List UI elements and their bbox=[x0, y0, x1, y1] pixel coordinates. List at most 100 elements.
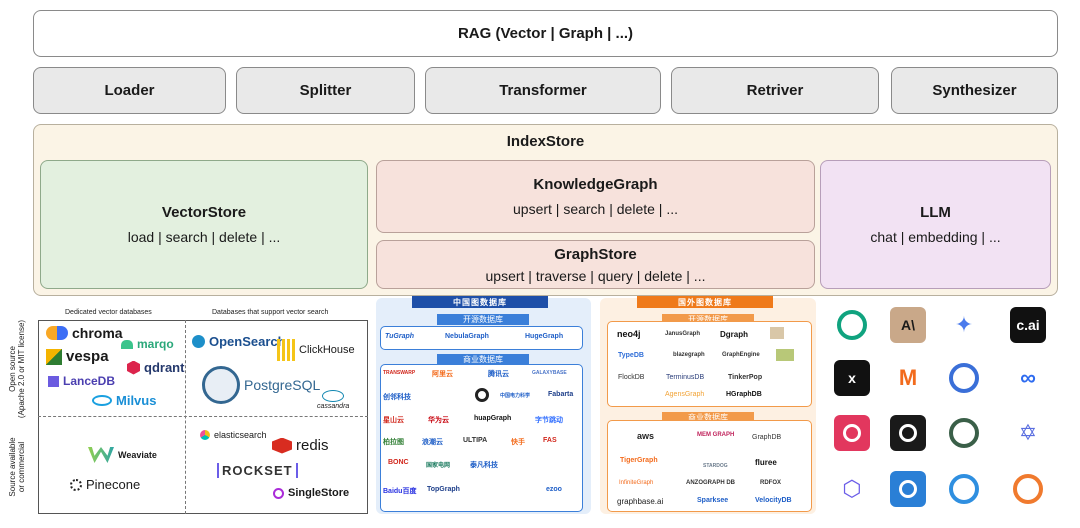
opensearch-icon bbox=[192, 335, 205, 348]
stage-label: Loader bbox=[104, 82, 155, 99]
neo4j-logo: neo4j bbox=[617, 329, 641, 339]
china-commercial-label: 商业数据库 bbox=[437, 354, 529, 365]
rockset-logo: ROCKSET bbox=[217, 463, 298, 478]
marqo-logo: marqo bbox=[121, 337, 174, 351]
bonc-logo: BONC bbox=[388, 459, 409, 466]
knowledgegraph-title: KnowledgeGraph bbox=[533, 176, 658, 193]
stage-splitter: Splitter bbox=[236, 67, 415, 114]
hgraph-thumbnail-wrap bbox=[776, 349, 794, 361]
stage-loader: Loader bbox=[33, 67, 226, 114]
postgresql-logo: PostgreSQL bbox=[202, 366, 320, 404]
rag-title: RAG (Vector | Graph | ...) bbox=[457, 25, 634, 42]
postgresql-elephant-icon bbox=[202, 366, 240, 404]
stage-transformer: Transformer bbox=[425, 67, 661, 114]
graph-thumbnail-wrap bbox=[770, 327, 784, 339]
inspur-cloud-logo: 浪潮云 bbox=[422, 439, 443, 446]
knowledgegraph-box: KnowledgeGraph upsert | search | delete … bbox=[376, 160, 815, 233]
knot-icon bbox=[1013, 474, 1043, 504]
chuanglin-logo: 创邻科技 bbox=[383, 394, 411, 401]
velocitydb-logo: VelocityDB bbox=[755, 497, 792, 504]
memgraph-logo: MEM GRAPH bbox=[697, 432, 735, 438]
stage-label: Transformer bbox=[499, 82, 587, 99]
flockdb-logo: FlockDB bbox=[618, 374, 645, 381]
agensgraph-logo: AgensGraph bbox=[665, 391, 705, 398]
llm-logo-text: c.ai bbox=[1016, 317, 1040, 333]
weaviate-logo: Weaviate bbox=[88, 447, 157, 463]
graphstore-ops: upsert | traverse | query | delete | ... bbox=[485, 267, 706, 284]
singlestore-icon bbox=[273, 487, 284, 499]
stripe-circle-icon bbox=[890, 415, 926, 451]
vespa-icon bbox=[46, 348, 62, 365]
huapgraph-logo: huapGraph bbox=[474, 415, 512, 422]
llm-ops: chat | embedding | ... bbox=[870, 229, 1001, 245]
topgraph-logo: TopGraph bbox=[427, 486, 460, 493]
llm-logo-text: ✦ bbox=[954, 312, 974, 337]
ollama-icon bbox=[949, 363, 979, 393]
llm-logo-text: ∞ bbox=[1020, 365, 1036, 390]
vectorstore-box: VectorStore load | search | delete | ... bbox=[40, 160, 368, 289]
header-support: Databases that support vector search bbox=[212, 309, 329, 316]
milvus-icon bbox=[92, 395, 112, 406]
tinkerpop-logo: TinkerPop bbox=[728, 374, 763, 381]
bolatu-logo: 柏拉图 bbox=[383, 439, 404, 446]
state-grid-logo: 国家电网 bbox=[426, 463, 451, 469]
qdrant-icon bbox=[127, 360, 140, 375]
weaviate-label: Weaviate bbox=[118, 450, 157, 460]
llm-logo-text: A\ bbox=[901, 317, 915, 333]
stage-label: Retriver bbox=[746, 82, 804, 99]
label-open-source: Open source (Apache 2.0 or MIT license) bbox=[8, 314, 26, 424]
elasticsearch-logo: elasticsearch bbox=[200, 430, 267, 440]
fluree-logo: fluree bbox=[755, 458, 777, 467]
transwarp-logo: TRANSWARP bbox=[383, 370, 416, 376]
foreign-commercial-box bbox=[607, 420, 812, 512]
tigergraph-logo: TigerGraph bbox=[620, 457, 658, 464]
anthropic-icon: A\ bbox=[890, 307, 926, 343]
panda-icon-wrap bbox=[475, 388, 489, 402]
xai-icon: x bbox=[834, 360, 870, 396]
singlestore-label: SingleStore bbox=[288, 487, 350, 499]
mistral-icon: M bbox=[890, 360, 926, 396]
rdfox-logo: RDFOX bbox=[760, 480, 781, 486]
clickhouse-logo: ClickHouse bbox=[277, 339, 355, 361]
aws-logo: aws bbox=[637, 431, 655, 441]
rag-header: RAG (Vector | Graph | ...) bbox=[33, 10, 1058, 57]
lancedb-label: LanceDB bbox=[63, 374, 116, 388]
redis-icon bbox=[272, 437, 292, 454]
minimax-icon bbox=[834, 415, 870, 451]
meta-icon: ∞ bbox=[1010, 360, 1046, 396]
hexagon-icon: ⬡ bbox=[834, 471, 870, 507]
hgraph-thumbnail-icon bbox=[776, 349, 794, 361]
opensearch-logo: OpenSearch bbox=[192, 334, 286, 349]
openai-icon bbox=[837, 310, 867, 340]
graphstore-title: GraphStore bbox=[554, 245, 637, 263]
kuaishou-logo: 快手 bbox=[511, 439, 525, 446]
stardog-logo: STARDOG bbox=[703, 463, 728, 469]
divider-vertical bbox=[185, 320, 186, 514]
foreign-commercial-label: 商业数据库 bbox=[662, 412, 754, 423]
blazegraph-logo: blazegraph bbox=[673, 352, 705, 358]
vector-db-panel bbox=[38, 320, 368, 514]
llm-logo-text: M bbox=[898, 365, 918, 390]
character-ai-icon: c.ai bbox=[1010, 307, 1046, 343]
xingshanyun-logo: 星山云 bbox=[383, 417, 404, 424]
taifan-logo: 泰凡科技 bbox=[470, 462, 498, 469]
infinitegraph-logo: InfiniteGraph bbox=[619, 480, 654, 486]
llm-box: LLM chat | embedding | ... bbox=[820, 160, 1051, 289]
fabarta-logo: Fabarta bbox=[548, 391, 574, 398]
graphengine-logo: GraphEngine bbox=[722, 352, 760, 358]
postgresql-label: PostgreSQL bbox=[244, 377, 321, 393]
chroma-logo: chroma bbox=[46, 325, 123, 341]
china-epri-logo: 中国电力科学 bbox=[500, 393, 531, 399]
dgraph-logo: Dgraph bbox=[720, 330, 748, 339]
typedb-logo: TypeDB bbox=[618, 352, 644, 359]
baidu-logo: Baidu百度 bbox=[383, 488, 417, 495]
hugegraph-logo: HugeGraph bbox=[525, 333, 564, 340]
pinecone-logo: Pinecone bbox=[70, 477, 140, 492]
llm-title: LLM bbox=[920, 204, 951, 221]
stage-synthesizer: Synthesizer bbox=[891, 67, 1058, 114]
vectorstore-title: VectorStore bbox=[161, 204, 247, 221]
stage-label: Splitter bbox=[299, 82, 352, 99]
huawei-cloud-logo: 华为云 bbox=[428, 417, 449, 424]
graphbase-logo: graphbase.ai bbox=[617, 497, 664, 506]
clickhouse-icon bbox=[277, 339, 295, 361]
